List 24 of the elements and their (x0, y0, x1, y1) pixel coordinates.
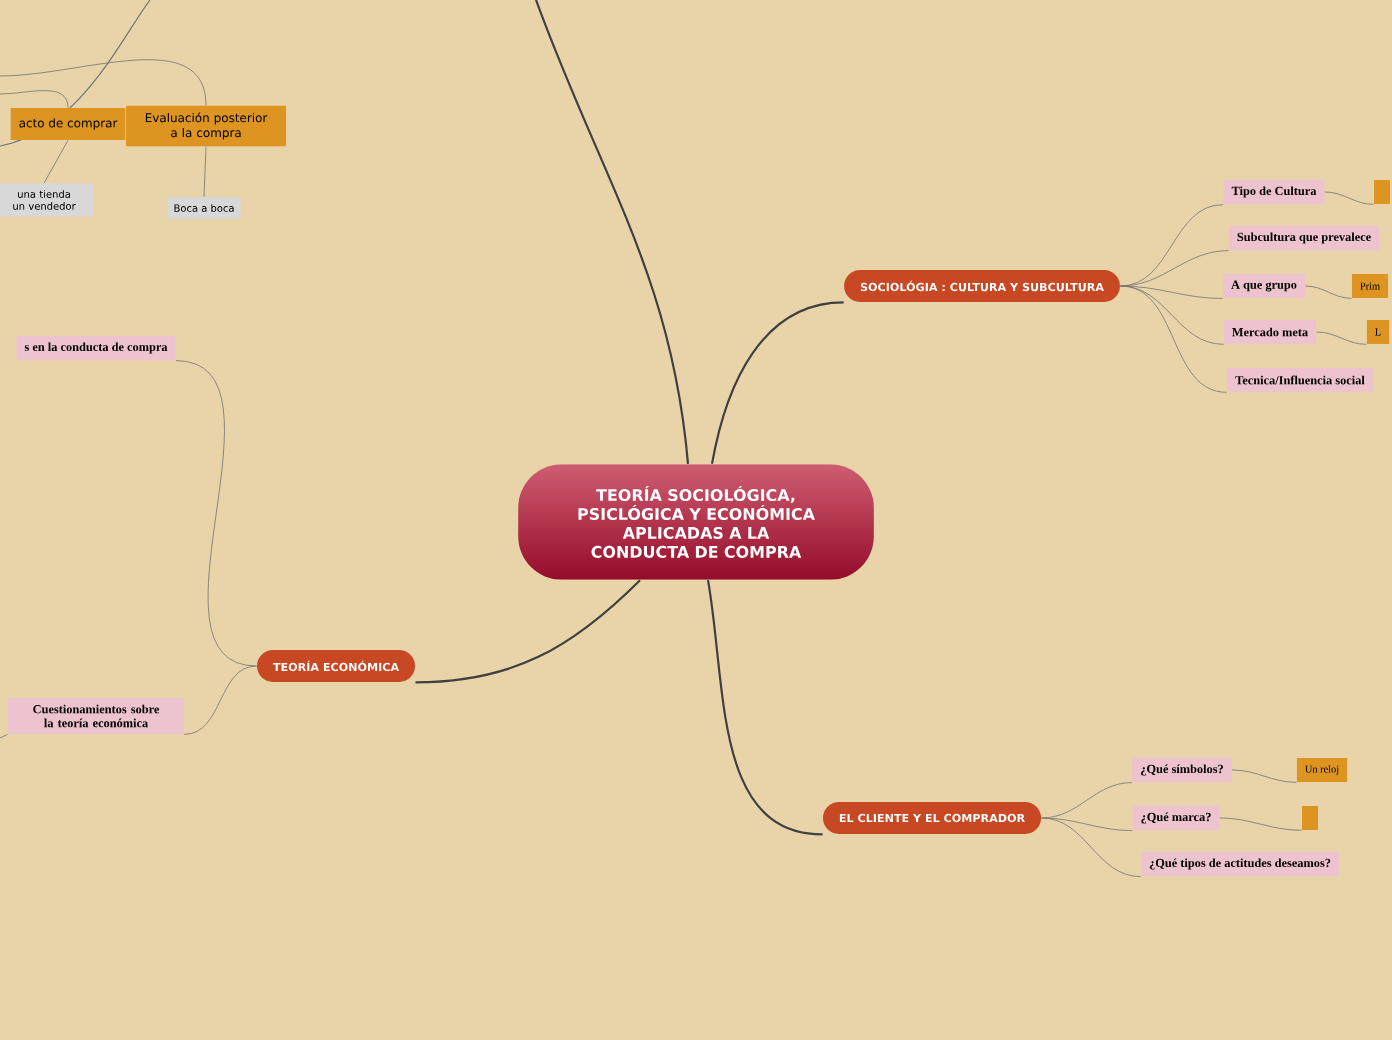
connector-line (1324, 191, 1374, 205)
connector-line (1119, 285, 1224, 299)
leaf-box (1374, 180, 1390, 204)
connector-line (1119, 250, 1229, 287)
leaf-box (1302, 806, 1318, 830)
connector-line (415, 579, 641, 684)
connector-line (1041, 782, 1133, 819)
connector-line (0, 59, 207, 106)
connector-line (1041, 817, 1142, 878)
connector-line (0, 90, 69, 109)
connector-line (1041, 817, 1133, 831)
connector-line (706, 580, 823, 836)
connector-line (1316, 331, 1367, 345)
connector-line (535, 0, 690, 464)
connector-line (175, 360, 257, 667)
connector-line (1219, 817, 1302, 831)
connector-line (1119, 285, 1228, 393)
connector-line (203, 146, 207, 198)
connector-line (1231, 769, 1297, 783)
connector-line (1304, 285, 1352, 299)
connector-line (710, 301, 844, 465)
connector-line (43, 139, 69, 184)
connector-line (184, 665, 257, 735)
connector-line (0, 733, 9, 739)
